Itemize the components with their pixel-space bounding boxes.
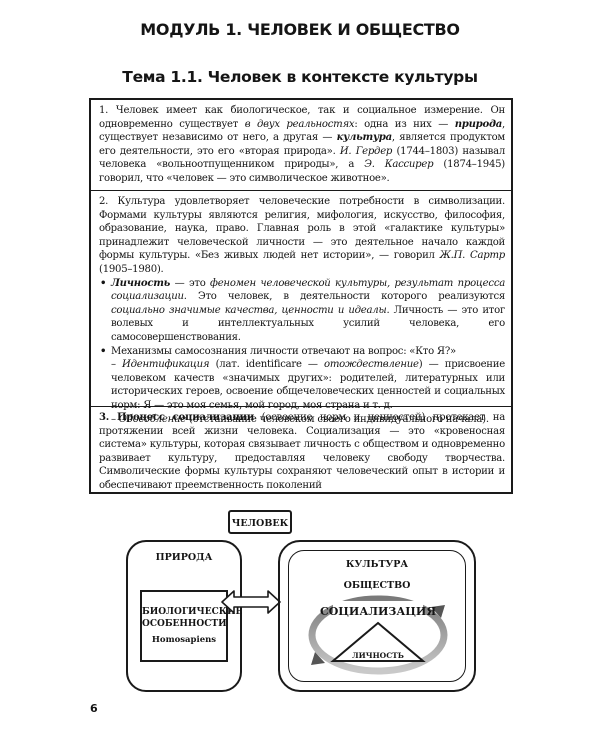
nature-label: ПРИРОДА (155, 552, 213, 563)
personality-label: ЛИЧНОСТЬ (352, 651, 404, 660)
section-3-paragraph: 3. Процесс социализации (освоение норм и… (99, 412, 505, 491)
section-2: 2. Культура удовлетворяет человеческие п… (99, 195, 505, 426)
topic-title: Тема 1.1. Человек в контексте культуры (122, 68, 478, 86)
sub-item-separation: – Обособление (отстаивание человеком сво… (111, 413, 489, 425)
bullet-self-awareness: Механизмы самосознания личности отвечают… (99, 345, 505, 359)
human-label: ЧЕЛОВЕК (231, 518, 289, 529)
section-2-paragraph: 2. Культура удовлетворяет человеческие п… (99, 196, 505, 275)
socialization-label: СОЦИАЛИЗАЦИЯ (320, 605, 436, 618)
cycle-ring (308, 595, 448, 675)
homosapiens-label: Homosapiens (151, 635, 217, 645)
bullet-personality: Личность — это феномен человеческой куль… (99, 277, 505, 345)
sub-item-identification: – Идентификация (лат. identificare — ото… (111, 359, 505, 411)
double-arrow-icon (221, 590, 281, 614)
section-divider (91, 406, 511, 407)
bio-label-line2: ОСОБЕННОСТИ (142, 619, 227, 629)
culture-inner-frame: КУЛЬТУРА ОБЩЕСТВО СОЦИАЛИЗАЦИЯ ЛИЧНОСТЬ (288, 550, 466, 682)
culture-label: КУЛЬТУРА (345, 559, 409, 570)
page-number: 6 (90, 702, 98, 715)
bio-label-line1: БИОЛОГИЧЕСКИЕ (142, 607, 243, 617)
nature-box: ПРИРОДА БИОЛОГИЧЕСКИЕ ОСОБЕННОСТИ Homosa… (126, 540, 242, 692)
section-1-paragraph: 1. Человек имеет как биологическое, так … (99, 105, 505, 184)
section-divider (91, 190, 511, 191)
cycle-arrow-icon (431, 605, 445, 618)
society-label: ОБЩЕСТВО (343, 580, 411, 591)
human-box: ЧЕЛОВЕК (228, 510, 292, 534)
biological-features-box: БИОЛОГИЧЕСКИЕ ОСОБЕННОСТИ Homosapiens (140, 590, 243, 662)
human-culture-diagram: ПРИРОДА БИОЛОГИЧЕСКИЕ ОСОБЕННОСТИ Homosa… (120, 510, 480, 695)
socialization-label-bg (333, 601, 423, 619)
module-title: МОДУЛЬ 1. ЧЕЛОВЕК И ОБЩЕСТВО (140, 20, 460, 39)
personality-triangle (330, 621, 426, 662)
cycle-arrow-icon (311, 652, 325, 665)
culture-box: КУЛЬТУРА ОБЩЕСТВО СОЦИАЛИЗАЦИЯ ЛИЧНОСТЬ (278, 540, 476, 692)
socialization-cycle: СОЦИАЛИЗАЦИЯ ЛИЧНОСТЬ (308, 595, 448, 675)
content-frame: 1. Человек имеет как биологическое, так … (89, 98, 513, 494)
